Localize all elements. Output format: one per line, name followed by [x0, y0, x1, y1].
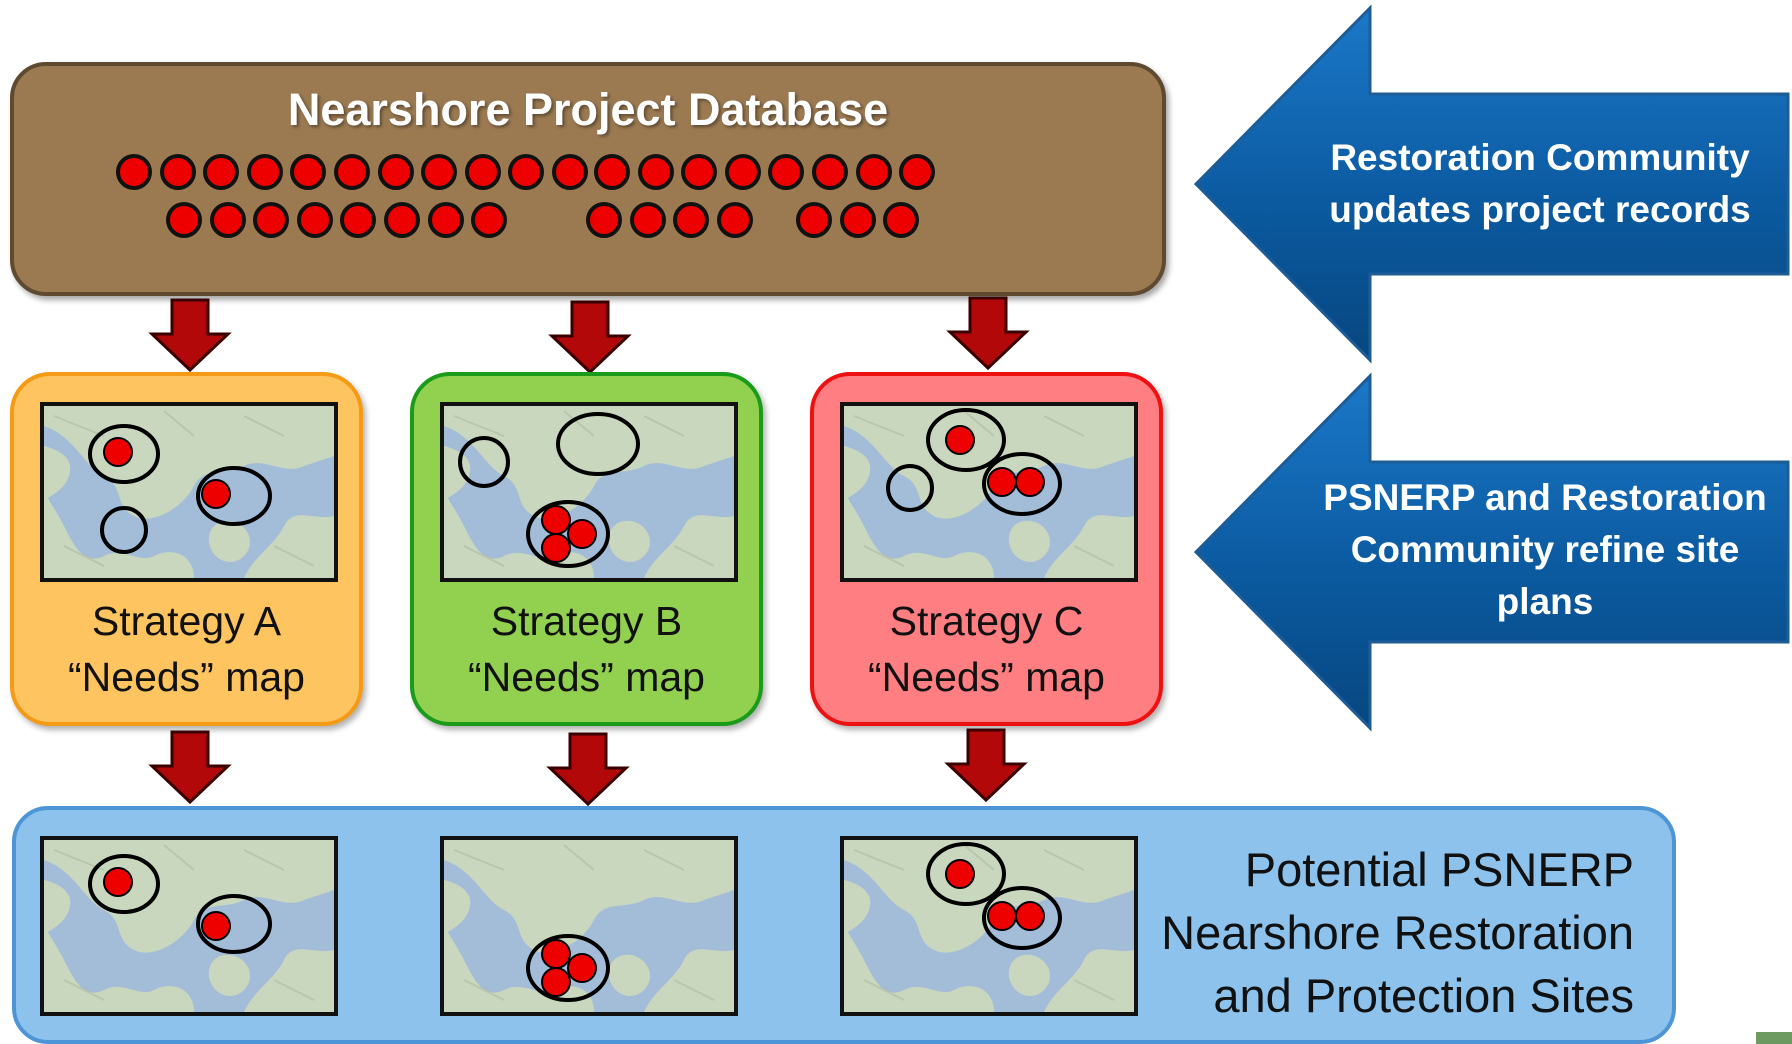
project-record-dot [427, 202, 464, 238]
project-record-dot [883, 202, 920, 238]
left-arrow-refine [1193, 372, 1790, 732]
project-record-dot [246, 154, 283, 190]
project-record-dot [166, 202, 202, 238]
project-record-dot [384, 202, 420, 238]
project-record-dot [377, 154, 414, 190]
project-record-dot [253, 202, 290, 238]
project-record-dot [296, 202, 333, 238]
project-record-dot [839, 202, 876, 238]
project-record-dot [673, 202, 710, 238]
project-record-dot [629, 202, 666, 238]
sites-map-a-image [44, 840, 334, 1012]
sites-map-a [40, 836, 338, 1016]
sites-map-c [840, 836, 1138, 1016]
sites-map-b [440, 836, 738, 1016]
project-record-dot [899, 154, 936, 190]
project-database-box: Nearshore Project Database [10, 62, 1166, 296]
potential-sites-label: Potential PSNERP Nearshore Restoration a… [1074, 838, 1634, 1027]
down-arrow-database-to-c [946, 296, 1030, 371]
project-record-dot [334, 154, 370, 190]
down-arrow-database-to-b [548, 300, 632, 375]
needs-map-c-image [844, 406, 1134, 578]
project-record-dot [681, 154, 718, 190]
project-record-dot [812, 154, 848, 190]
project-record-dot [159, 154, 196, 190]
project-record-dot [290, 154, 327, 190]
updates-arrow-label: Restoration Community updates project re… [1329, 137, 1751, 230]
strategy-b-caption: “Needs” map [468, 654, 705, 700]
project-record-dot [716, 202, 753, 238]
strategy-c-caption: “Needs” map [868, 654, 1105, 700]
project-record-dot [768, 154, 805, 190]
project-record-dot [421, 154, 458, 190]
strategy-b-box: Strategy B “Needs” map [410, 372, 763, 726]
potential-sites-box: Potential PSNERP Nearshore Restoration a… [12, 806, 1676, 1044]
project-record-dot [203, 154, 240, 190]
potential-sites-line-3: and Protection Sites [1213, 969, 1634, 1022]
project-record-dot [209, 202, 246, 238]
strategy-a-box: Strategy A “Needs” map [10, 372, 363, 726]
refine-arrow-label: PSNERP and Restoration Community refine … [1323, 477, 1767, 622]
down-arrow-database-to-a [148, 298, 232, 373]
database-title: Nearshore Project Database [287, 84, 889, 135]
potential-sites-line-1: Potential PSNERP [1244, 843, 1634, 896]
needs-map-b-image [444, 406, 734, 578]
project-record-dot [796, 202, 832, 238]
project-record-dot [508, 154, 545, 190]
left-arrow-updates [1193, 4, 1790, 364]
needs-map-b [440, 402, 738, 582]
project-record-dot [724, 154, 761, 190]
strategy-c-name: Strategy C [889, 598, 1084, 644]
down-arrow-b-to-sites [546, 732, 630, 807]
project-record-dot [855, 154, 892, 190]
project-record-dot [116, 154, 152, 190]
project-record-dot [340, 202, 377, 238]
sites-map-b-image [444, 840, 734, 1012]
needs-map-c [840, 402, 1138, 582]
project-record-dot [637, 154, 674, 190]
strategy-a-caption: “Needs” map [68, 654, 305, 700]
down-arrow-c-to-sites [944, 728, 1028, 803]
down-arrow-a-to-sites [148, 730, 232, 805]
corner-marker [1756, 1032, 1792, 1044]
needs-map-a-image [44, 406, 334, 578]
project-record-dot [552, 154, 588, 190]
strategy-a-name: Strategy A [91, 598, 282, 644]
strategy-c-box: Strategy C “Needs” map [810, 372, 1163, 726]
strategy-b-name: Strategy B [490, 598, 683, 644]
project-record-dot [594, 154, 630, 190]
needs-map-a [40, 402, 338, 582]
project-record-dot [586, 202, 622, 238]
project-record-dot [464, 154, 501, 190]
project-record-dot [471, 202, 508, 238]
potential-sites-line-2: Nearshore Restoration [1161, 906, 1634, 959]
sites-map-c-image [844, 840, 1134, 1012]
